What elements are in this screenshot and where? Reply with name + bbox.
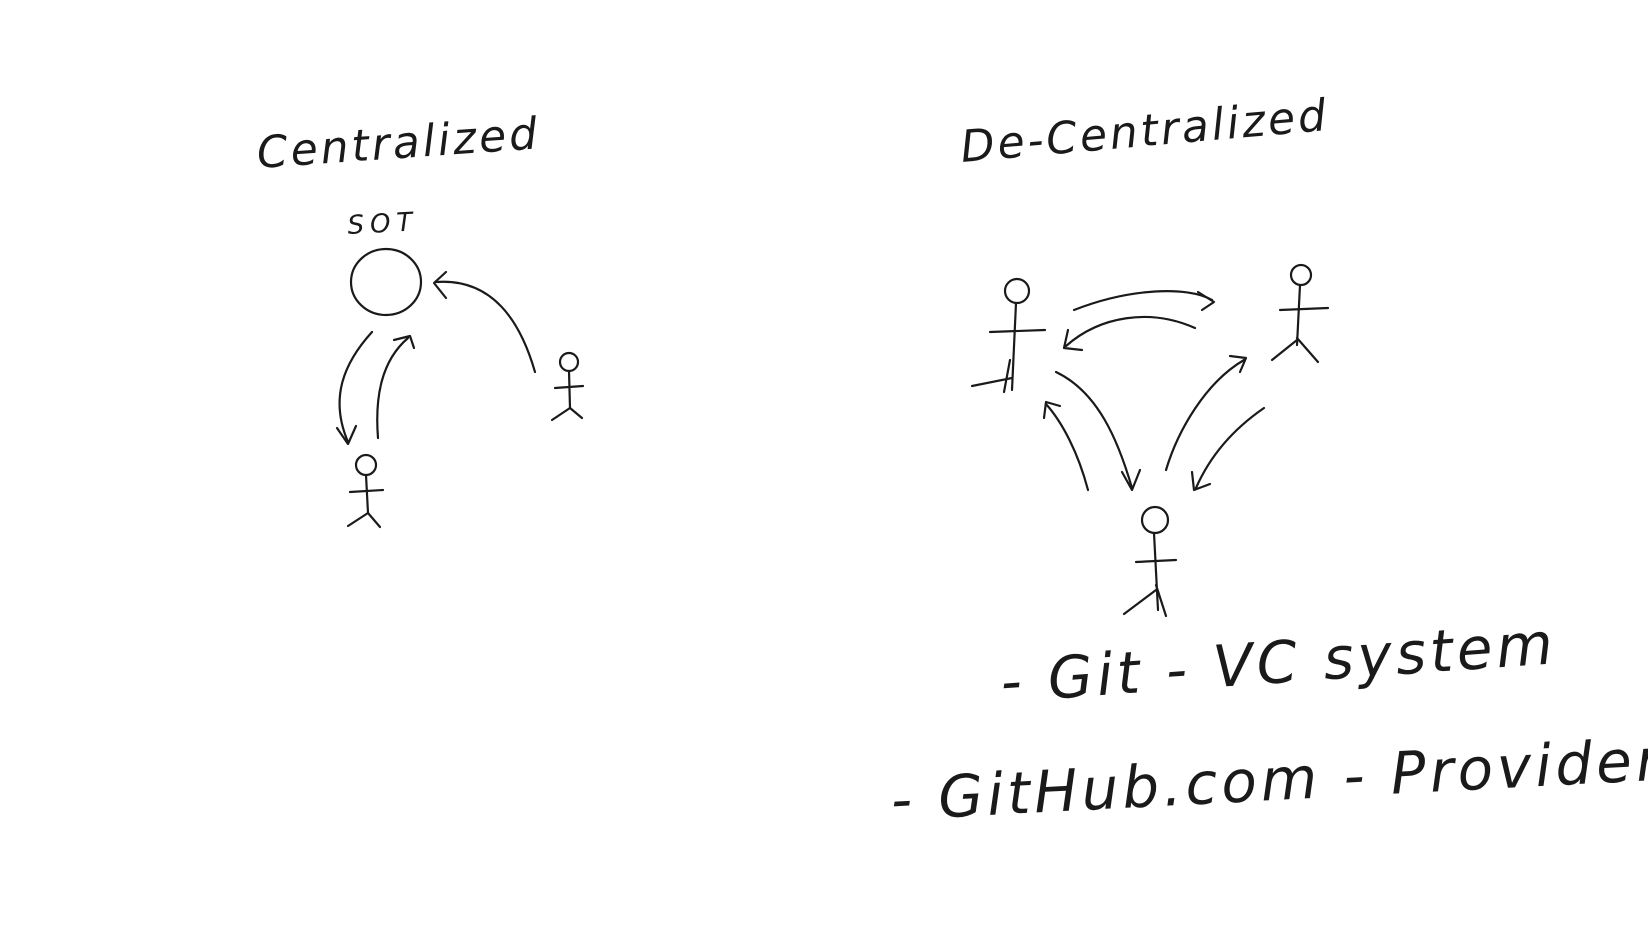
sot-label: SOT: [347, 207, 419, 241]
source-of-truth-circle: [349, 247, 423, 317]
stick-figure-user: [550, 351, 585, 422]
stick-figure-peer: [970, 277, 1047, 394]
stick-figure-peer: [1122, 505, 1178, 618]
arrow-right-peer-to-bottom-peer: [1190, 406, 1266, 492]
stick-figure-peer: [1270, 263, 1330, 364]
arrow-right-user-to-sot: [432, 270, 537, 374]
arrow-bottom-peer-to-left-peer: [1042, 400, 1090, 492]
arrow-user-to-sot: [376, 334, 416, 440]
stick-figure-user: [346, 453, 385, 529]
arrow-sot-to-user: [335, 330, 374, 446]
arrow-right-peer-to-left-peer: [1062, 315, 1197, 352]
arrow-left-peer-to-right-peer: [1072, 290, 1216, 312]
arrow-left-peer-to-bottom-peer: [1054, 370, 1142, 492]
arrow-bottom-peer-to-right-peer: [1164, 354, 1248, 472]
